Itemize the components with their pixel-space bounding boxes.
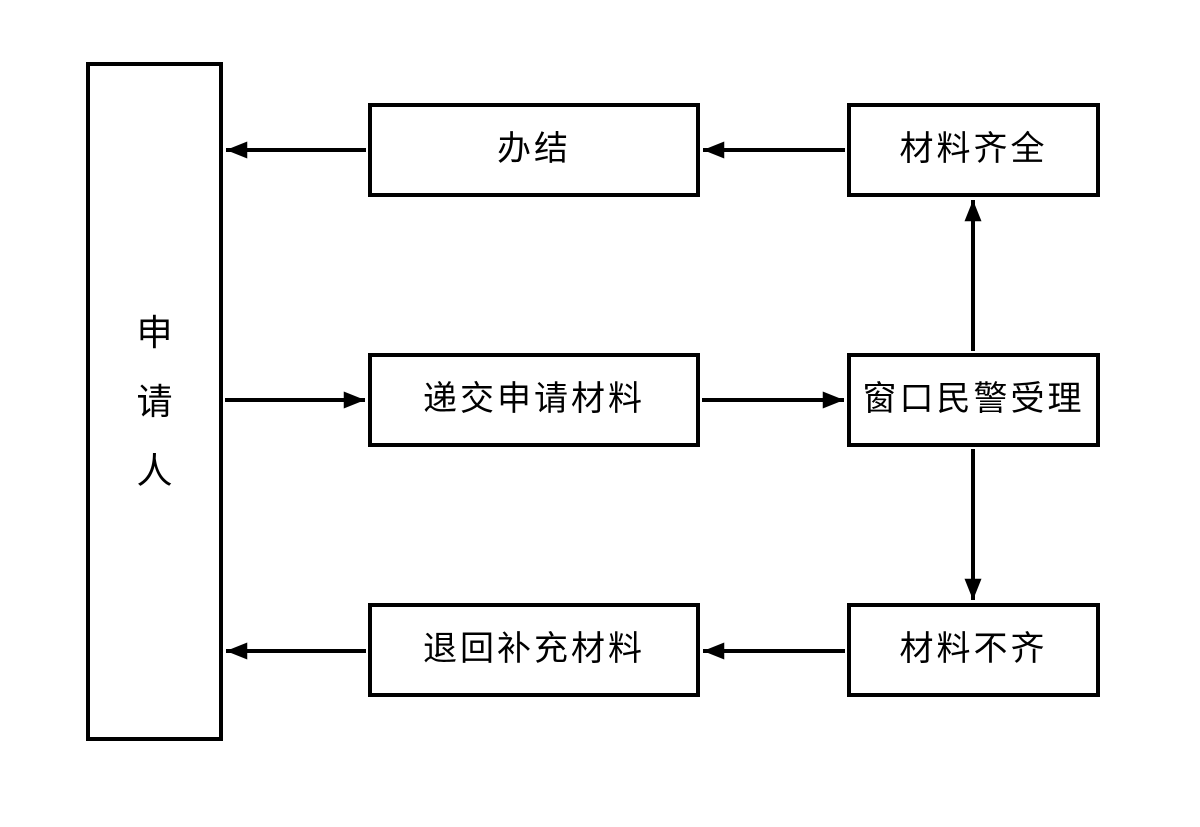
node-window-officer-label: 窗口民警受理 (862, 381, 1085, 418)
node-complete-label: 办结 (497, 131, 571, 168)
node-applicant-label: 申请人 (136, 312, 173, 491)
node-materials-incomplete-label: 材料不齐 (899, 631, 1048, 668)
node-materials-incomplete: 材料不齐 (847, 603, 1100, 697)
node-window-officer: 窗口民警受理 (847, 353, 1100, 447)
node-submit-materials-label: 递交申请材料 (423, 381, 645, 418)
node-complete: 办结 (368, 103, 700, 197)
node-materials-complete: 材料齐全 (847, 103, 1100, 197)
node-applicant: 申请人 (86, 62, 223, 741)
node-materials-complete-label: 材料齐全 (899, 131, 1048, 168)
node-return-supplement: 退回补充材料 (368, 603, 700, 697)
node-return-supplement-label: 退回补充材料 (423, 631, 645, 668)
node-submit-materials: 递交申请材料 (368, 353, 700, 447)
